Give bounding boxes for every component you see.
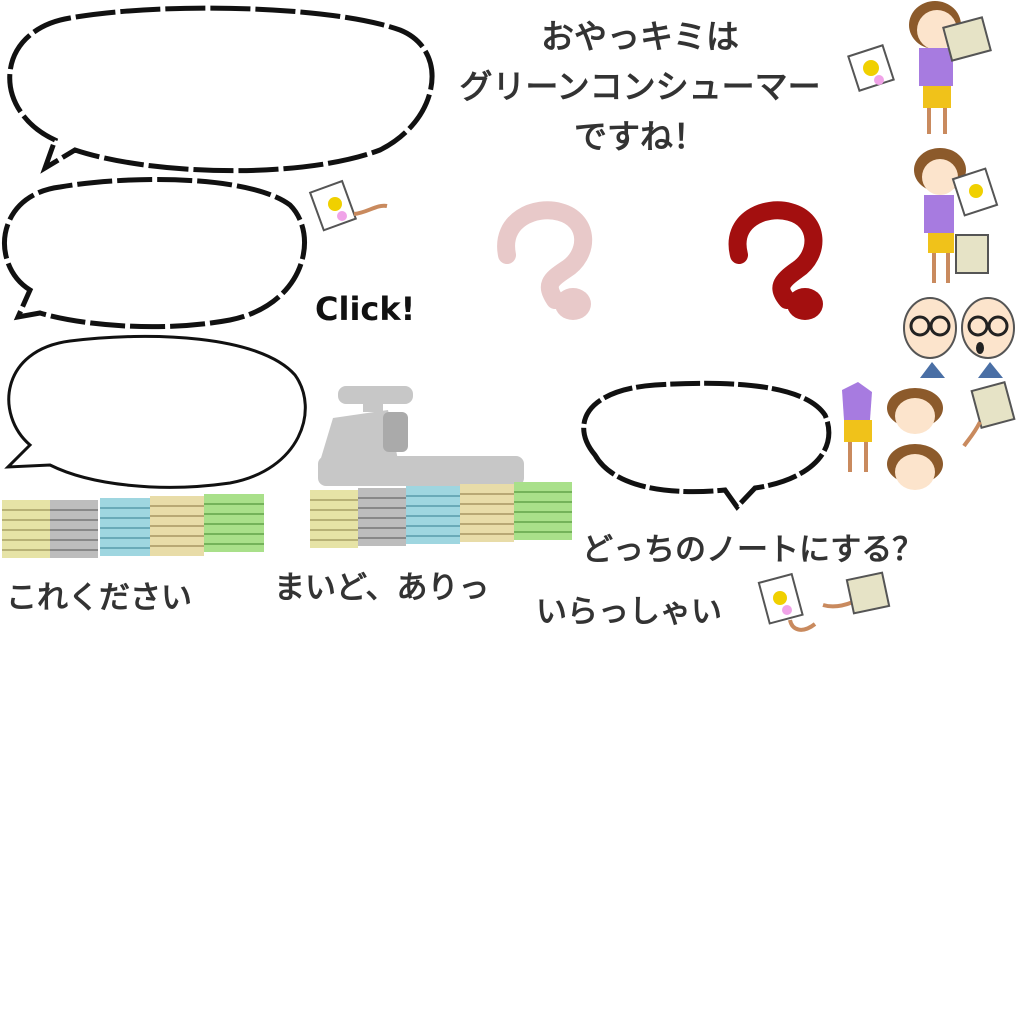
notebook-choice-flower-icon[interactable] — [757, 572, 822, 638]
welcome-label: いらっしゃい — [536, 594, 722, 630]
girl-body-back-icon — [842, 382, 872, 472]
hand-notebook-right-icon — [962, 381, 1016, 448]
speech-bubble-right — [581, 380, 832, 511]
notebook-stack-yellow — [2, 500, 50, 558]
notebook-stack-gray — [50, 500, 98, 558]
notebook-stack-right — [310, 482, 572, 548]
notebook-stack-cream — [150, 496, 204, 556]
notebook-stack-left — [2, 494, 264, 558]
title-line-1: おやっキミは — [541, 17, 739, 56]
speech-bubble-large — [7, 5, 435, 174]
old-man-surprised-face-icon — [961, 297, 1015, 378]
notebook-stack-blue — [100, 498, 150, 556]
speech-bubble-plain — [4, 334, 307, 489]
question-mark-dark-icon — [728, 201, 823, 320]
question-mark-light-icon — [497, 201, 593, 320]
click-label: Click! — [315, 290, 416, 328]
girl-face-happy-icon — [887, 388, 943, 434]
cash-register-icon — [318, 386, 524, 486]
hand-holding-notebook-icon — [308, 179, 388, 232]
girl-face-thinking-icon — [887, 444, 943, 490]
speech-bubble-medium — [2, 177, 307, 330]
notebook-stack-green-2 — [514, 482, 572, 540]
title-line-3: ですね！ — [574, 117, 706, 156]
notebook-stack-blue-2 — [406, 486, 460, 544]
notebook-stack-yellow-2 — [310, 490, 358, 548]
which-notebook-label: どっちのノートにする？ — [582, 532, 924, 568]
notebook-stack-green — [204, 494, 264, 552]
notebook-stack-cream-2 — [460, 484, 514, 542]
give-me-label: これください — [6, 580, 192, 616]
girl-sprite-holding-notebooks — [847, 1, 992, 134]
girl-sprite-shopping — [914, 148, 999, 283]
notebook-stack-gray-2 — [358, 488, 406, 546]
title-message: おやっキミは グリーンコンシューマー ですね！ — [420, 12, 860, 162]
notebook-choice-plain-icon[interactable] — [818, 570, 898, 625]
title-line-2: グリーンコンシューマー — [459, 67, 821, 106]
old-man-face-icon — [903, 297, 957, 378]
thanks-label: まいど、ありっ — [274, 570, 490, 606]
